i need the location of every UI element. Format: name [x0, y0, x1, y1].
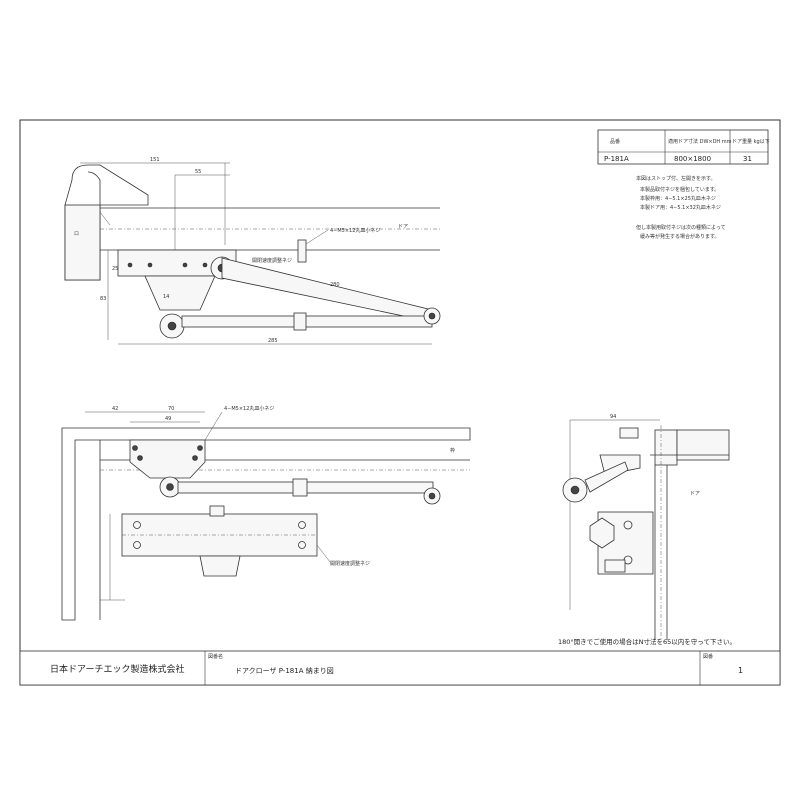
dim-280: 280 — [330, 282, 340, 288]
frame-label: 枠 — [450, 447, 455, 454]
title-block: 日本ドアーチエック製造株式会社 図番名 ドアクローザ P-181A 納まり図 図… — [19, 650, 781, 686]
note-line: 緩み等が発生する場合があります。 — [640, 233, 720, 240]
note-line: 本図はストップ付、左開きを示す。 — [636, 175, 716, 182]
door-label-top: ドア — [398, 224, 408, 230]
callout-screw-top: 4−M5×12丸皿小ネジ — [330, 227, 380, 234]
spec-cell-door-weight: 31 — [743, 155, 752, 163]
note-line: 本製枠用：4−5.1×25丸皿木ネジ — [640, 195, 716, 202]
front-view: 42 70 49 枠 4−M5×12丸皿小ネジ 開閉速度調整ネ — [61, 405, 471, 621]
dim-151: 151 — [150, 157, 160, 163]
spec-cell-model: P-181A — [604, 155, 629, 163]
svg-text:ロ: ロ — [74, 231, 79, 237]
spec-table: 品番 適用ドア寸法 DW×DH mm ドア重量 kg以下 P-181A 800×… — [597, 129, 770, 165]
dim-49: 49 — [165, 416, 171, 422]
drawing-title: ドアクローザ P-181A 納まり図 — [235, 666, 334, 675]
dim-55: 55 — [195, 169, 201, 175]
dim-285: 285 — [268, 338, 278, 344]
spec-header-door-size: 適用ドア寸法 DW×DH mm — [668, 138, 732, 145]
notes-block: 本図はストップ付、左開きを示す。 本製品取付ネジを梱包しています。 本製枠用：4… — [636, 175, 726, 240]
spec-cell-door-size: 800×1800 — [674, 155, 711, 163]
callout-screw-front: 4−M5×12丸皿小ネジ — [224, 405, 274, 412]
top-view: 151 55 ロ ドア 14 4−M5×12丸皿小 — [64, 157, 441, 345]
note-line: 本製ドア用：4−5.1×32丸皿木ネジ — [640, 204, 721, 211]
svg-text:14: 14 — [163, 294, 169, 300]
sheet-label: 図番 — [703, 653, 713, 660]
dim-94: 94 — [610, 414, 616, 420]
dim-42: 42 — [112, 406, 118, 412]
callout-speed-front: 開閉速度調整ネジ — [330, 560, 370, 567]
dim-70: 70 — [168, 406, 174, 412]
door-label-side: ドア — [690, 491, 700, 497]
dim-25: 25 — [112, 266, 118, 272]
callout-speed-top: 開閉速度調整ネジ — [252, 257, 292, 264]
side-view: 94 ドア — [562, 414, 730, 640]
sheet-number: 1 — [738, 666, 743, 675]
dim-83: 83 — [100, 296, 106, 302]
spec-header-door-weight: ドア重量 kg以下 — [732, 138, 770, 145]
note-line: 本製品取付ネジを梱包しています。 — [640, 186, 719, 193]
note-line: 但し本製用取付ネジは次の種類によって — [636, 224, 726, 231]
footer-note: 180°開きでご使用の場合はN寸法を65以内を守って下さい。 — [558, 637, 736, 646]
drawing-label: 図番名 — [208, 653, 223, 660]
company-name: 日本ドアーチエック製造株式会社 — [50, 663, 184, 675]
spec-header-model: 品番 — [610, 138, 620, 145]
